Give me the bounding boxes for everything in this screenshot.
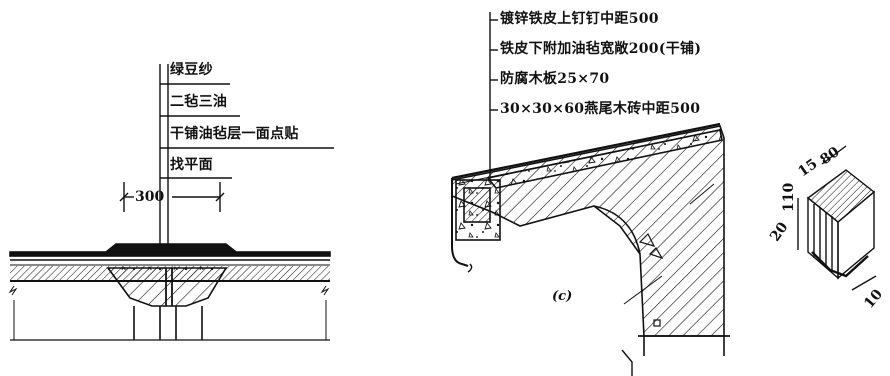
right-leader-lines — [489, 12, 498, 180]
callout-added-felt-under-sheet: 铁皮下附加油毡宽敞200(干铺) — [500, 41, 702, 57]
callout-dovetail-brick: 30×30×60燕尾木砖中距500 — [500, 101, 701, 117]
callout-leveling-surface: 找平面 — [170, 157, 213, 173]
left-roof-joint-section — [8, 243, 331, 341]
left-leader-lines — [159, 64, 334, 244]
callout-preservative-board: 防腐木板25×70 — [500, 71, 610, 87]
callout-galvanized-sheet-nails: 镀锌铁皮上钉钉中距500 — [500, 11, 659, 27]
right-eave-section — [451, 122, 730, 376]
dimension-300-label: 300 — [135, 189, 165, 205]
callout-mung-bean-sand: 绿豆纱 — [170, 62, 213, 78]
figure-label-c: (c) — [552, 289, 573, 304]
dimension-300-line — [119, 182, 225, 212]
callout-two-felt-three-oil: 二毡三油 — [170, 94, 228, 110]
brick-dim-110: 110 — [781, 182, 797, 212]
dovetail-brick-isometric — [797, 145, 877, 291]
callout-dry-laid-felt: 干铺油毡层一面点贴 — [170, 126, 299, 142]
